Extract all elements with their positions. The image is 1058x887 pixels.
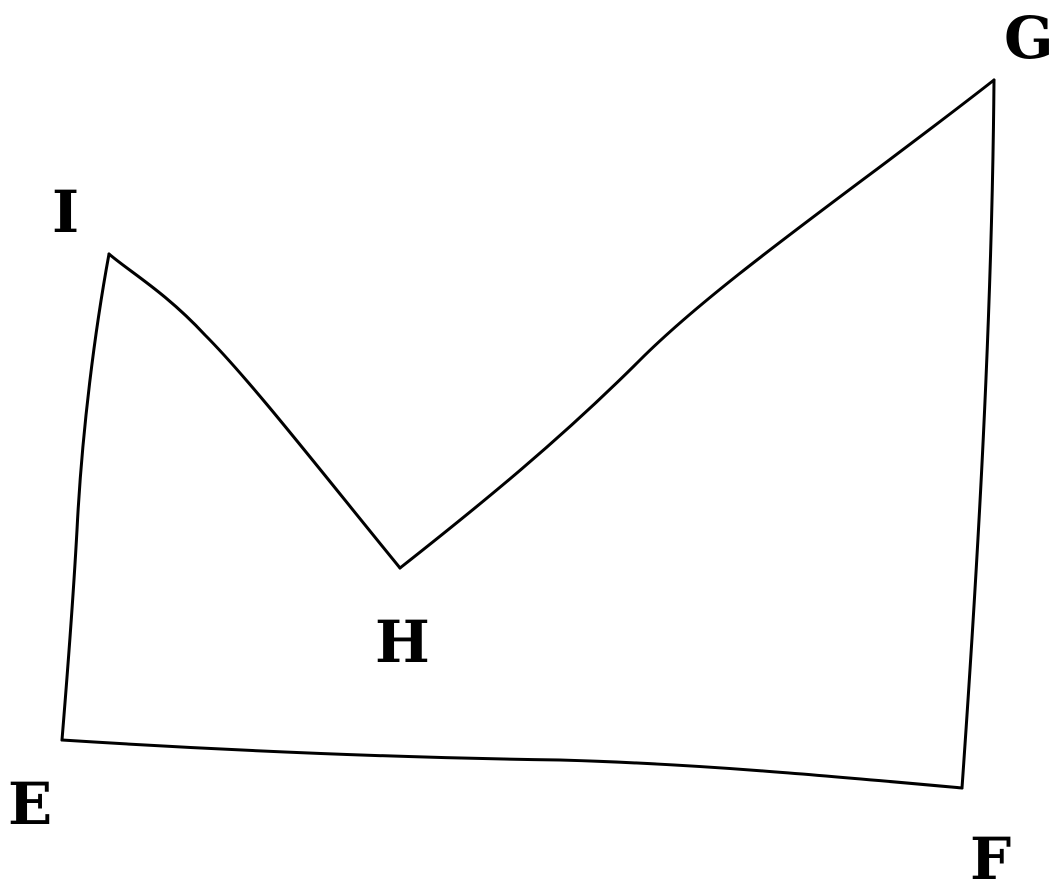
vertex-label-h: H [375,608,430,676]
edge-f-g [960,78,996,790]
vertex-label-e: E [8,770,52,838]
edge-i-e [60,252,111,742]
vertex-label-i: I [52,178,79,246]
edge-e-f [60,738,964,790]
vertex-label-f: F [970,825,1011,887]
edge-h-i [107,252,402,570]
edge-g-h [398,78,996,570]
vertex-label-g: G [1004,4,1054,72]
